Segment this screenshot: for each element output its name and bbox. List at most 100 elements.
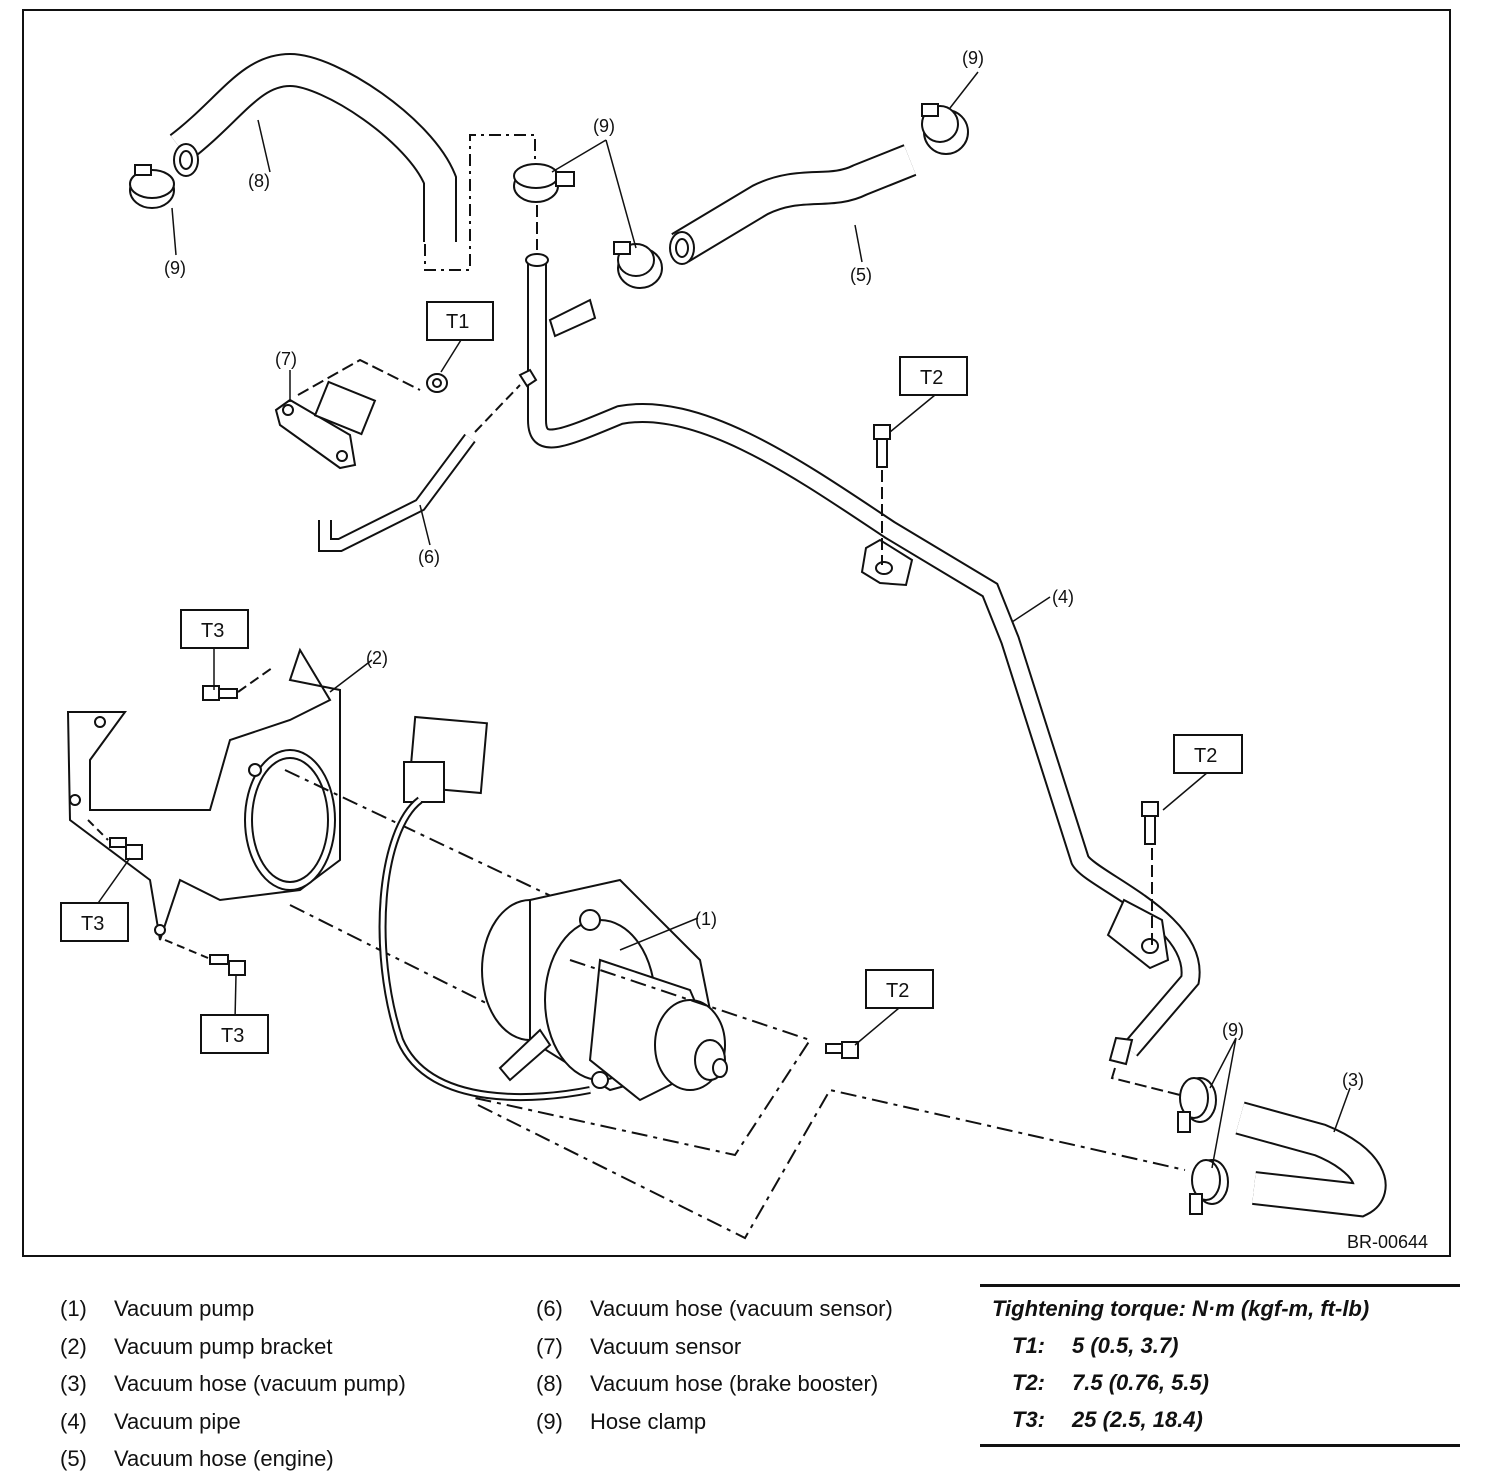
torque-row: T1:5 (0.5, 3.7) xyxy=(980,1327,1460,1364)
hose-clamp-lower-1 xyxy=(1177,1077,1217,1133)
legend-item: (7) Vacuum sensor xyxy=(536,1328,893,1366)
torque-box-t3-top: T3 xyxy=(180,609,249,649)
legend-num: (3) xyxy=(60,1371,87,1396)
legend-text: Vacuum pump xyxy=(114,1296,255,1321)
dash-line-sensor xyxy=(297,358,421,396)
hose-clamp-mid xyxy=(613,241,663,289)
hose-clamp-lower-2 xyxy=(1189,1159,1229,1215)
callout-9-center: (9) xyxy=(593,116,615,136)
svg-text:T1: T1 xyxy=(446,311,469,333)
dash-line-bolt-t3-left xyxy=(87,819,109,841)
legend-text: Vacuum hose (brake booster) xyxy=(590,1371,879,1396)
legend-num: (7) xyxy=(536,1333,563,1359)
legend-num: (2) xyxy=(60,1333,87,1359)
dash-line-pipe-end xyxy=(1110,1067,1181,1096)
legend-text: Vacuum hose (vacuum pump) xyxy=(114,1371,406,1396)
legend-item: (5) Vacuum hose (engine) xyxy=(60,1440,406,1478)
hose-vacuum-sensor xyxy=(318,368,538,552)
legend-text: Vacuum hose (vacuum sensor) xyxy=(590,1296,893,1321)
legend-item: (2) Vacuum pump bracket xyxy=(60,1328,406,1366)
torque-key: T1: xyxy=(1012,1333,1045,1358)
pump-nozzle xyxy=(498,1028,552,1082)
torque-row: T2: 7.5 (0.76, 5.5) xyxy=(980,1364,1460,1401)
callout-9-left: (9) xyxy=(164,258,186,278)
callout-3: (3) xyxy=(1342,1070,1364,1090)
dash-line-hose8 xyxy=(424,134,536,271)
torque-key: T3: xyxy=(1012,1407,1045,1432)
torque-row: T3: 25 (2.5, 18.4) xyxy=(980,1401,1460,1438)
legend-num: (6) xyxy=(536,1296,563,1321)
bolt-t2-right xyxy=(1141,801,1159,845)
dash-line-pump-hose xyxy=(477,1088,1186,1240)
legend-item: (8) Vacuum hose (brake booster) xyxy=(536,1365,893,1403)
legend-num: (9) xyxy=(536,1408,563,1434)
callout-4: (4) xyxy=(1052,587,1074,607)
vacuum-pump-bracket xyxy=(66,647,341,941)
pump-cable-inner xyxy=(380,798,591,1100)
legend-num: (5) xyxy=(60,1446,87,1471)
svg-text:T3: T3 xyxy=(81,913,104,935)
dash-line-pump-bracket xyxy=(474,959,812,1157)
legend-num: (8) xyxy=(536,1371,563,1396)
callout-8: (8) xyxy=(248,171,270,191)
torque-table: Tightening torque: N·m (kgf-m, ft-lb) T1… xyxy=(980,1284,1460,1447)
callout-1: (1) xyxy=(695,909,717,929)
legend-middle-column: (6) Vacuum hose (vacuum sensor) (7) Vacuum… xyxy=(536,1290,893,1440)
legend-text: Vacuum pipe xyxy=(114,1408,241,1434)
bolt-t2-pump xyxy=(825,1041,859,1059)
diagram-code: BR-00644 xyxy=(1347,1232,1428,1252)
legend-item: (3) Vacuum hose (vacuum pump) xyxy=(60,1365,406,1403)
hose-engine xyxy=(669,144,917,265)
legend-text: Vacuum pump bracket xyxy=(114,1333,333,1359)
pipe-bracket-upper xyxy=(860,538,914,587)
torque-box-t1: T1 xyxy=(426,301,494,341)
legend-num: (4) xyxy=(60,1408,87,1434)
torque-box-t2-upper: T2 xyxy=(899,356,968,396)
torque-box-t3-left: T3 xyxy=(60,902,129,942)
hose-clamp-upper-right xyxy=(921,103,969,155)
svg-text:T3: T3 xyxy=(221,1025,244,1047)
callout-6: (6) xyxy=(418,547,440,567)
legend-text: Vacuum sensor xyxy=(590,1333,742,1359)
legend-item: (4) Vacuum pipe xyxy=(60,1403,406,1441)
dash-line-sensor-hose xyxy=(474,384,521,433)
svg-text:T2: T2 xyxy=(1194,745,1217,767)
vacuum-sensor xyxy=(274,380,377,470)
dash-line-bolt-t3-top xyxy=(237,667,273,693)
leader-lines xyxy=(95,71,1351,1169)
pump-connector xyxy=(403,715,488,803)
legend-item: (1) Vacuum pump xyxy=(60,1290,406,1328)
svg-text:T3: T3 xyxy=(201,620,224,642)
hose-brake-booster xyxy=(169,52,457,242)
torque-key: T2: xyxy=(1012,1370,1045,1395)
diagram-frame xyxy=(22,9,1451,1257)
torque-value: 7.5 (0.76, 5.5) xyxy=(1072,1370,1209,1395)
svg-text:T2: T2 xyxy=(886,980,909,1002)
callout-9-lower: (9) xyxy=(1222,1020,1244,1040)
hose-clamp-left xyxy=(129,164,175,209)
legend-text: Vacuum hose (engine) xyxy=(114,1446,334,1471)
bolt-t3-left xyxy=(109,837,143,860)
svg-text:T2: T2 xyxy=(920,367,943,389)
legend-item: (9) Hose clamp xyxy=(536,1403,893,1441)
dash-line-bolt-t3-bottom xyxy=(164,939,209,959)
torque-value: 25 (2.5, 18.4) xyxy=(1072,1407,1203,1432)
torque-title: Tightening torque: N·m (kgf-m, ft-lb) xyxy=(992,1296,1370,1321)
parts-diagram: (1) (2) (3) (4) (5) (6) (7) (8) (9) (9) … xyxy=(22,9,1451,1257)
hose-clamp-center xyxy=(513,163,575,203)
dash-line-mount-upper xyxy=(284,769,571,906)
legend-text: Hose clamp xyxy=(590,1408,707,1434)
torque-box-t2-pump: T2 xyxy=(865,969,934,1009)
legend-num: (1) xyxy=(60,1296,87,1321)
torque-box-t2-right: T2 xyxy=(1173,734,1243,774)
callout-2: (2) xyxy=(366,648,388,668)
legend-left-column: (1) Vacuum pump (2) Vacuum pump bracket (3… xyxy=(60,1290,406,1478)
vacuum-pump xyxy=(481,878,728,1102)
bolt-t3-top xyxy=(202,685,238,701)
hose-vacuum-pump xyxy=(1235,1101,1387,1218)
vacuum-pipe xyxy=(525,253,1201,1066)
bolt-t3-bottom xyxy=(209,954,246,976)
callout-9-upper-right: (9) xyxy=(962,48,984,68)
legend-item: (6) Vacuum hose (vacuum sensor) xyxy=(536,1290,893,1328)
bolt-t2-upper xyxy=(873,424,891,468)
